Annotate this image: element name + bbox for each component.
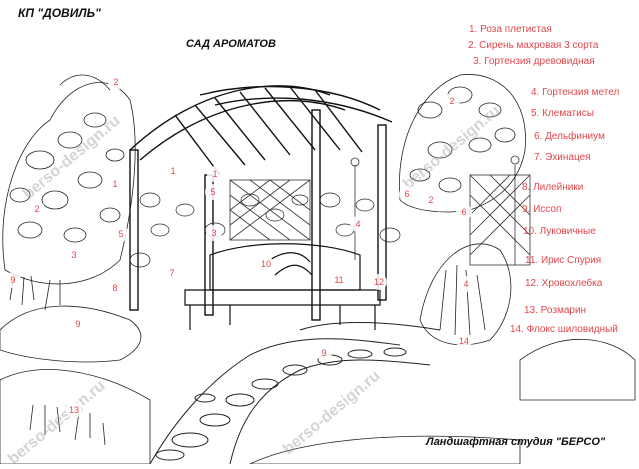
plant-marker: 5 bbox=[205, 184, 221, 200]
bench bbox=[184, 243, 381, 330]
plant-marker: 9 bbox=[5, 272, 21, 288]
plant-marker: 9 bbox=[70, 316, 86, 332]
legend-item: 11. Ирис Спурия bbox=[525, 255, 602, 266]
plant-marker: 14 bbox=[456, 333, 472, 349]
climbing-plants bbox=[129, 192, 401, 268]
legend-item: 1. Роза плетистая bbox=[469, 24, 552, 35]
plant-marker: 4 bbox=[350, 216, 366, 232]
legend-item: 5. Клематисы bbox=[531, 108, 594, 119]
legend-item: 2. Сирень махровая 3 сорта bbox=[468, 40, 599, 51]
plant-marker: 6 bbox=[399, 186, 415, 202]
legend-item: 10. Луковичные bbox=[523, 226, 596, 237]
legend-item: 7. Эхинацея bbox=[534, 152, 591, 163]
legend-item: 8. Лилейники bbox=[522, 182, 584, 193]
left-shrubs bbox=[0, 74, 142, 363]
legend-item: 14. Флокс шиловидный bbox=[510, 324, 618, 335]
plant-marker: 3 bbox=[66, 247, 82, 263]
plant-marker: 2 bbox=[108, 74, 124, 90]
plant-marker: 1 bbox=[107, 176, 123, 192]
legend-item: 9. Иссоп bbox=[522, 204, 562, 215]
plant-marker: 10 bbox=[258, 256, 274, 272]
plant-marker: 12 bbox=[371, 274, 387, 290]
plant-marker: 2 bbox=[29, 201, 45, 217]
legend-item: 6. Дельфиниум bbox=[534, 131, 605, 142]
plant-marker: 2 bbox=[444, 93, 460, 109]
plant-marker: 2 bbox=[423, 192, 439, 208]
plant-marker: 11 bbox=[331, 272, 347, 288]
legend-item: 3. Гортензия древовидная bbox=[473, 56, 595, 67]
plant-marker: 4 bbox=[458, 276, 474, 292]
pergola bbox=[129, 85, 393, 321]
plant-marker: 1 bbox=[165, 163, 181, 179]
plant-marker: 7 bbox=[164, 265, 180, 281]
plant-marker: 9 bbox=[316, 345, 332, 361]
right-shrubs bbox=[398, 74, 636, 401]
studio-credit: Ландшафтная студия "БЕРСО" bbox=[426, 436, 606, 448]
plant-marker: 8 bbox=[107, 280, 123, 296]
legend-item: 12. Хровохлебка bbox=[525, 278, 603, 289]
project-title: КП "ДОВИЛЬ" bbox=[18, 6, 101, 20]
legend-item: 13. Розмарин bbox=[524, 305, 587, 316]
legend-item: 4. Гортензия метел bbox=[531, 87, 620, 98]
plant-marker: 1 bbox=[207, 166, 223, 182]
trellis bbox=[229, 155, 531, 266]
garden-title: САД АРОМАТОВ bbox=[186, 38, 276, 50]
stone-path bbox=[149, 322, 441, 464]
plant-marker: 3 bbox=[206, 225, 222, 241]
plant-marker: 5 bbox=[113, 226, 129, 242]
foreground-bed bbox=[0, 369, 521, 464]
plant-marker: 6 bbox=[456, 204, 472, 220]
plant-marker: 13 bbox=[66, 402, 82, 418]
